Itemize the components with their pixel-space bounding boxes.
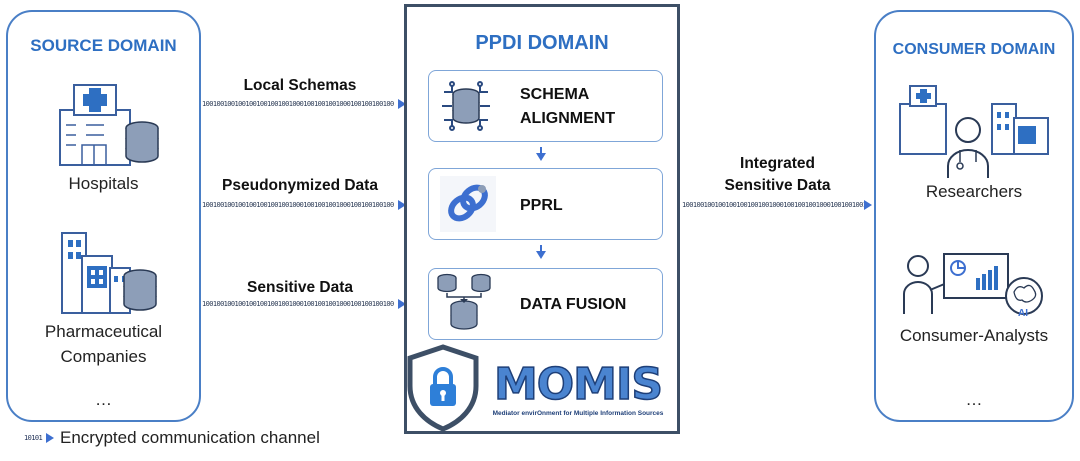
- sensitive-data-label: Sensitive Data: [247, 279, 353, 296]
- source-domain-title: SOURCE DOMAIN: [30, 36, 177, 55]
- data-fusion-icon: [436, 272, 492, 336]
- svg-text:AI: AI: [1018, 308, 1028, 319]
- integrated-label-2: Sensitive Data: [724, 177, 831, 194]
- momis-logo: MOMIS Mediator envirOnment for Multiple …: [488, 359, 668, 420]
- consumer-domain-title: CONSUMER DOMAIN: [892, 41, 1056, 58]
- hospitals-label: Hospitals: [68, 174, 139, 193]
- consumer-domain-box: [874, 10, 1074, 422]
- hospital-icon: [52, 80, 162, 168]
- researcher-icon: [896, 84, 1052, 180]
- integrated-channel: 1001001001001001001001001000100100100100…: [682, 201, 864, 209]
- researchers-label: Researchers: [925, 182, 1023, 201]
- pseudonymized-data-arrowhead: [398, 200, 406, 210]
- down-arrow-1: [536, 147, 546, 161]
- integrated-arrowhead: [864, 200, 872, 210]
- legend-arrowhead: [46, 433, 54, 443]
- pharmaceutical-building-icon: [52, 228, 162, 316]
- pprl-link-icon: [440, 176, 496, 232]
- pprl-label: PPRL: [520, 197, 563, 214]
- pseudonymized-data-label: Pseudonymized Data: [222, 177, 378, 194]
- schema-alignment-label-1: SCHEMA: [520, 86, 590, 103]
- data-fusion-label: DATA FUSION: [520, 296, 627, 313]
- lock-shield-icon: [406, 344, 480, 432]
- sensitive-data-channel: 1001001001001001001001001000100100100100…: [202, 300, 394, 308]
- schema-alignment-label-2: ALIGNMENT: [520, 110, 616, 127]
- source-ellipsis: …: [95, 390, 112, 409]
- consumer-analysts-label: Consumer-Analysts: [899, 326, 1049, 345]
- momis-logo-text: MOMIS: [493, 359, 664, 410]
- local-schemas-arrowhead: [398, 99, 406, 109]
- sensitive-data-arrowhead: [398, 299, 406, 309]
- ppdi-domain-title: PPDI DOMAIN: [475, 32, 609, 54]
- down-arrow-2: [536, 245, 546, 259]
- analyst-presentation-icon: AI: [902, 252, 1046, 324]
- consumer-ellipsis: …: [965, 390, 983, 409]
- schema-alignment-box: [428, 70, 663, 142]
- momis-tagline: Mediator envirOnment for Multiple Inform…: [492, 410, 664, 417]
- local-schemas-channel: 1001001001001001001001001000100100100100…: [202, 100, 394, 108]
- pharmaceutical-label: Pharmaceutical: [44, 322, 163, 341]
- pseudonymized-data-channel: 1001001001001001001001001000100100100100…: [202, 201, 394, 209]
- legend-channel-sample: 10101: [24, 434, 43, 442]
- local-schemas-label: Local Schemas: [243, 77, 357, 94]
- legend-label: Encrypted communication channel: [60, 428, 320, 447]
- integrated-label-1: Integrated: [740, 155, 815, 172]
- companies-label: Companies: [60, 347, 147, 366]
- source-domain-box: [6, 10, 201, 422]
- schema-alignment-icon: [438, 78, 494, 134]
